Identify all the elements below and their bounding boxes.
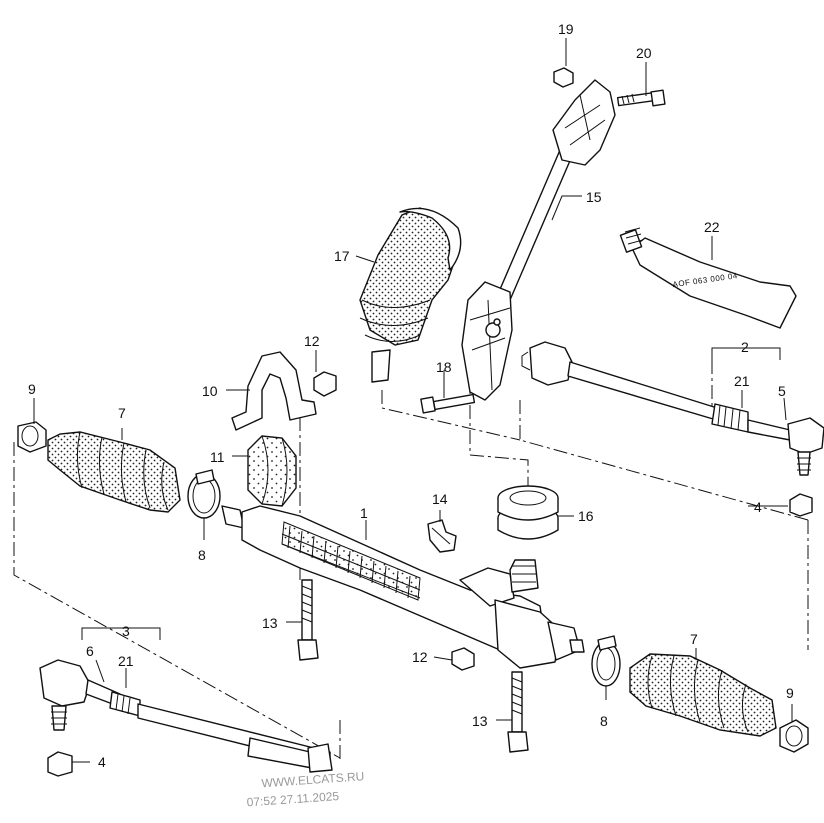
callout-10: 10 bbox=[202, 383, 218, 399]
callout-14: 14 bbox=[432, 491, 448, 507]
leader-lines bbox=[33, 38, 793, 763]
callout-15: 15 bbox=[586, 189, 602, 205]
bolt-13-right bbox=[507, 671, 529, 753]
right-clamp-9 bbox=[779, 719, 809, 753]
callout-11: 11 bbox=[210, 449, 225, 465]
callout-19: 19 bbox=[558, 21, 574, 37]
callout-12-upper: 12 bbox=[304, 333, 320, 349]
callout-22: 22 bbox=[704, 219, 720, 235]
callout-7-right: 7 bbox=[690, 631, 698, 647]
right-clamp-8 bbox=[591, 635, 621, 687]
nut-12-lower bbox=[451, 647, 475, 671]
callout-labels: 1 2 3 4 4 5 6 7 7 8 8 9 9 10 11 12 12 13… bbox=[28, 21, 794, 770]
steering-shaft bbox=[497, 149, 573, 301]
callout-5: 5 bbox=[778, 383, 786, 399]
mounting-clamp-10 bbox=[231, 351, 317, 431]
right-boot-7 bbox=[629, 653, 777, 737]
grease-tube: AOF 063 000 04 bbox=[619, 227, 797, 329]
callout-6: 6 bbox=[86, 643, 94, 659]
callout-3: 3 bbox=[122, 623, 130, 639]
lower-universal-joint bbox=[461, 281, 513, 401]
clip-14 bbox=[427, 519, 457, 553]
left-clamp-8 bbox=[187, 469, 221, 519]
steering-shaft-assembly bbox=[461, 79, 616, 401]
callout-4-left: 4 bbox=[98, 754, 106, 770]
nut-4-left bbox=[47, 751, 73, 777]
bolt-20 bbox=[616, 89, 666, 107]
upper-universal-joint bbox=[552, 79, 616, 166]
dust-boot-17 bbox=[359, 207, 462, 383]
right-tie-rod bbox=[521, 341, 824, 476]
left-clamp-9 bbox=[17, 421, 47, 453]
watermark: WWW.ELCATS.RU 07:52 27.11.2025 bbox=[246, 769, 365, 809]
callout-13-right: 13 bbox=[472, 713, 488, 729]
watermark-site: WWW.ELCATS.RU bbox=[261, 769, 365, 790]
callout-21-left: 21 bbox=[118, 653, 134, 669]
callout-9-left: 9 bbox=[28, 381, 36, 397]
callout-8-left: 8 bbox=[198, 547, 206, 563]
callout-17: 17 bbox=[334, 248, 350, 264]
callout-16: 16 bbox=[578, 508, 594, 524]
callout-21-right: 21 bbox=[734, 373, 750, 389]
callout-18: 18 bbox=[436, 359, 452, 375]
steering-rack-housing bbox=[221, 505, 585, 669]
seal-16 bbox=[497, 485, 559, 540]
left-boot-7 bbox=[47, 431, 181, 513]
callout-1: 1 bbox=[360, 505, 368, 521]
watermark-timestamp: 07:52 27.11.2025 bbox=[246, 789, 340, 809]
assembly-dash-lines bbox=[13, 360, 809, 760]
bolt-13-left bbox=[297, 579, 319, 661]
nut-4-right bbox=[789, 493, 813, 517]
bolt-18 bbox=[420, 393, 476, 414]
left-tie-rod bbox=[39, 659, 333, 773]
callout-13-left: 13 bbox=[262, 615, 278, 631]
callout-12-lower: 12 bbox=[412, 649, 428, 665]
callout-7-left: 7 bbox=[118, 405, 126, 421]
callout-4-right: 4 bbox=[754, 499, 762, 515]
nut-12-upper bbox=[313, 371, 337, 397]
rubber-bush-11 bbox=[247, 435, 297, 507]
callout-2: 2 bbox=[741, 339, 749, 355]
callout-20: 20 bbox=[636, 45, 652, 61]
callout-9-right: 9 bbox=[786, 685, 794, 701]
callout-8-right: 8 bbox=[600, 713, 608, 729]
nut-19 bbox=[553, 67, 574, 88]
